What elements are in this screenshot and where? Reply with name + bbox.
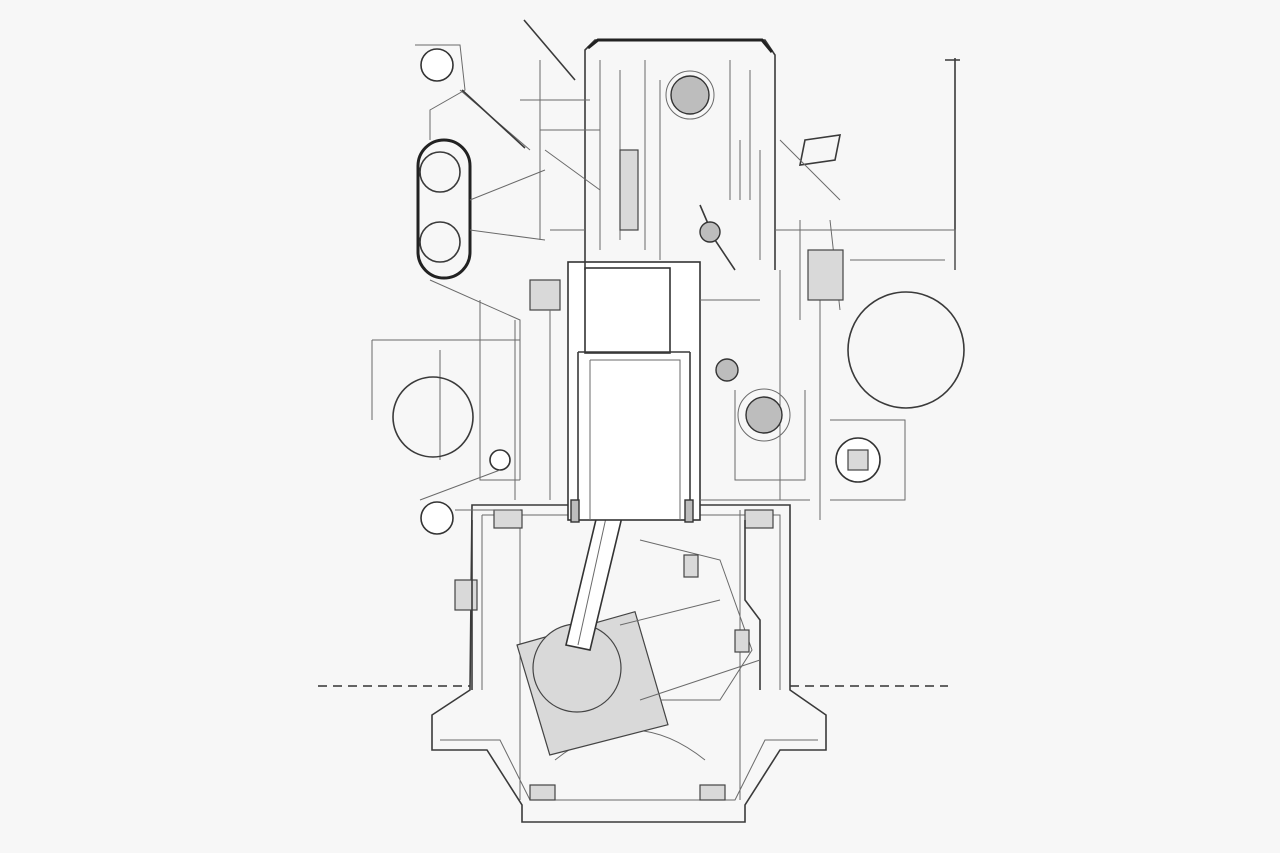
left-auxiliaries <box>371 279 561 690</box>
right-auxiliaries <box>700 58 965 520</box>
cylinder-head <box>520 19 776 271</box>
cylinder <box>567 261 701 523</box>
crankcase <box>431 504 827 823</box>
crankshaft <box>516 539 761 756</box>
exhaust-manifold <box>415 44 546 480</box>
